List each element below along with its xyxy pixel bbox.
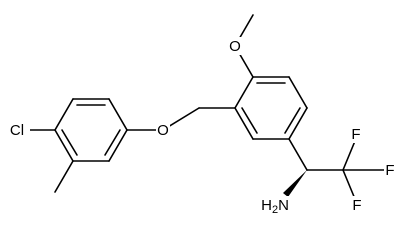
structure-canvas: Cl O O H2N F F F (4, 14, 396, 216)
atom-nh2-label: H2N (261, 197, 289, 216)
bond (234, 76, 254, 109)
bond (108, 98, 128, 131)
atom-f-top-label: F (351, 126, 360, 143)
bond-ring-stereocenter (288, 138, 308, 171)
bond-inner (284, 107, 301, 134)
atom-nh2: H2N (260, 196, 290, 216)
chloromethylphenyl-ring (54, 98, 128, 162)
bond-methyl (54, 160, 74, 193)
nh2-n: N (278, 197, 289, 214)
bond (234, 107, 254, 140)
atom-o-methoxy: O (228, 37, 242, 55)
nh2-h: H (261, 197, 272, 214)
atom-cl-label: Cl (10, 122, 24, 139)
atom-cl: Cl (4, 121, 30, 139)
wedge-bond-nh2 (283, 170, 307, 197)
atom-f-top: F (350, 125, 362, 143)
bond-inner (61, 129, 78, 156)
bond-c-f (342, 169, 356, 200)
nh2-subscript: 2 (272, 204, 278, 216)
bond-inner (104, 129, 121, 156)
bond-c-f (342, 140, 356, 171)
atom-f-bottom: F (351, 196, 363, 214)
bond (108, 129, 128, 162)
bond (288, 76, 308, 109)
bond (54, 98, 74, 131)
atom-o-methoxy-label: O (229, 38, 241, 55)
methoxyphenyl-ring (234, 76, 308, 140)
bond-inner (241, 107, 258, 134)
bond (288, 107, 308, 140)
atom-o-ether-label: O (157, 122, 169, 139)
atom-o-ether: O (156, 121, 170, 139)
atom-f-right-label: F (385, 162, 394, 179)
atom-f-right: F (384, 161, 396, 179)
molecule-diagram: Cl O O H2N F F F (4, 14, 396, 216)
bond (54, 129, 74, 162)
atom-f-bottom-label: F (352, 197, 361, 214)
